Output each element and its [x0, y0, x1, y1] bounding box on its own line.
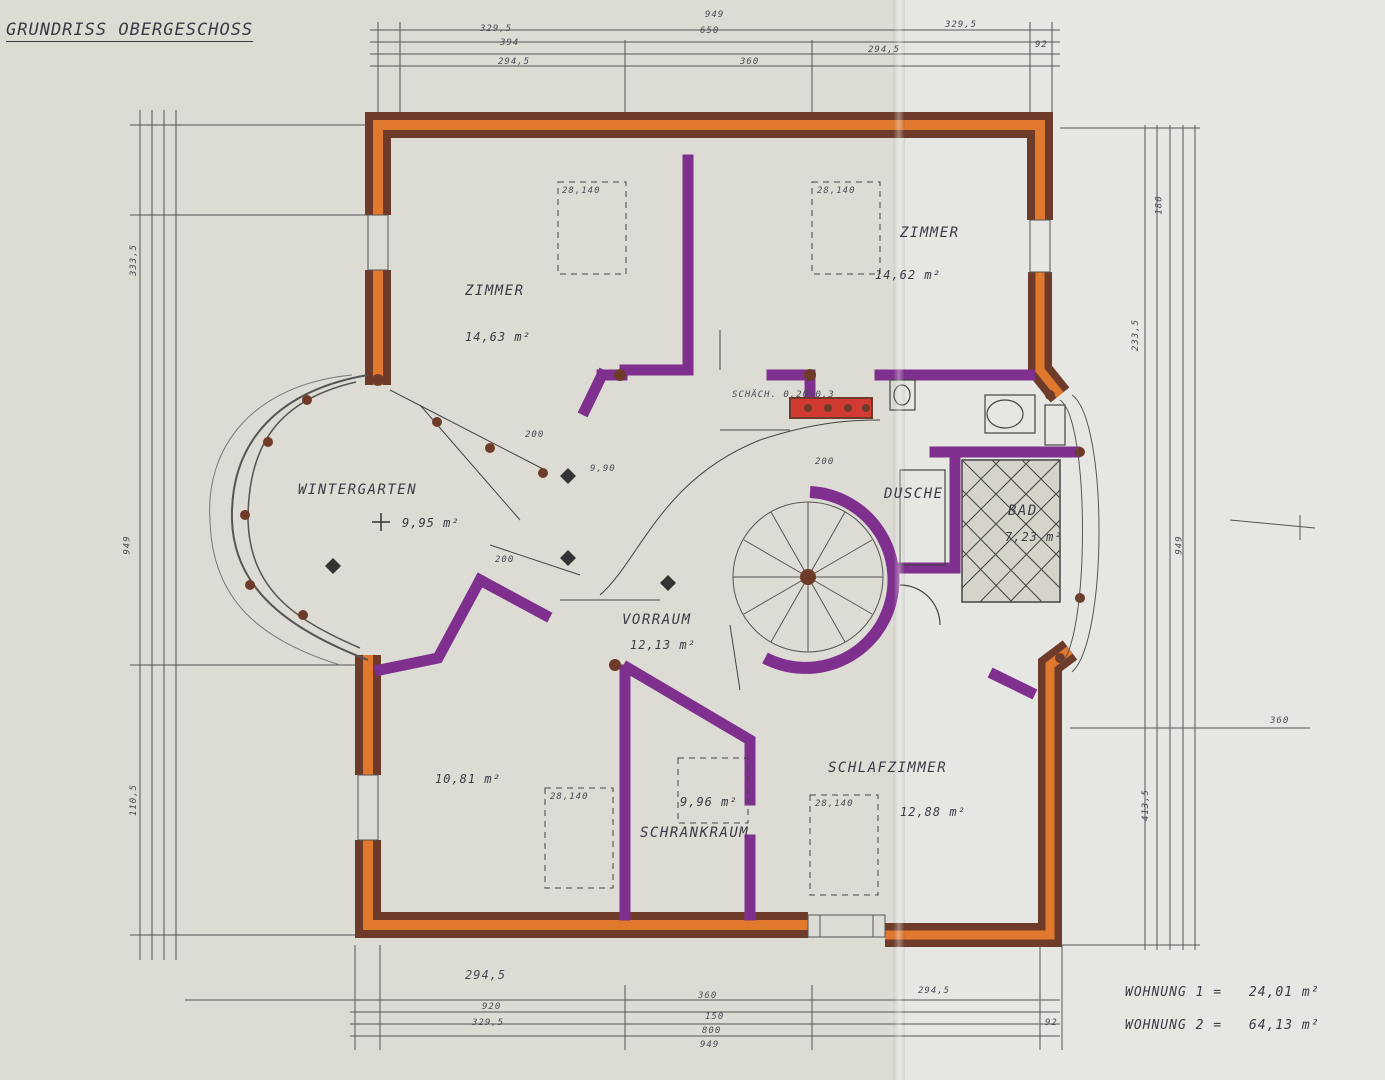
dim-top-4: 394	[500, 38, 520, 48]
dimension-lines-bottom	[185, 945, 1063, 1050]
bath-tile-hatch	[961, 459, 1061, 603]
dim-bottom-3: 920	[482, 1002, 502, 1012]
dimension-lines-top	[370, 22, 1060, 120]
room-area-bad: 7,23 m²	[1005, 530, 1063, 544]
dim-misc-1: 28,140	[817, 186, 856, 196]
dimension-lines-left	[130, 110, 380, 960]
plan-title: GRUNDRISS OBERGESCHOSS	[6, 20, 254, 40]
dim-misc-5: 200	[495, 555, 515, 565]
dim-misc-4: 200	[525, 430, 545, 440]
total-wohnung-2: WOHNUNG 2 = 64,13 m²	[1125, 1018, 1320, 1033]
dim-top-1: 329,5	[480, 24, 513, 34]
paper-fold	[893, 0, 905, 1080]
room-area-schlafzimmer: 12,88 m²	[900, 805, 966, 819]
outer-walls	[355, 112, 1078, 947]
dim-left-2: 110,5	[129, 783, 140, 817]
dim-misc-0: 28,140	[562, 186, 601, 196]
dim-bottom-1: 360	[698, 991, 718, 1001]
inner-walls	[373, 154, 1081, 921]
room-area-zimmer-left: 14,63 m²	[465, 330, 531, 344]
room-label-vorraum: VORRAUM	[622, 612, 692, 628]
dim-left-0: 333,5	[129, 243, 140, 277]
dim-top-0: 949	[705, 10, 725, 20]
dim-bottom-6: 800	[702, 1026, 722, 1036]
room-area-schrankraum: 9,96 m²	[680, 795, 738, 809]
chimney-label: SCHÄCH. 0,20×0,3	[732, 390, 835, 400]
chimney	[789, 397, 873, 419]
room-area-wintergarten: 9,95 m²	[402, 516, 460, 530]
dim-top-5: 92	[1035, 40, 1048, 50]
dim-right-3: 180	[1154, 195, 1165, 215]
dim-right-0: 233,5	[1131, 318, 1142, 352]
spiral-staircase	[732, 486, 900, 674]
room-label-zimmer-right: ZIMMER	[900, 225, 960, 241]
total-wohnung-1-value: 24,01 m²	[1248, 985, 1320, 1000]
total-wohnung-2-label: WOHNUNG 2 =	[1125, 1018, 1223, 1033]
dim-bottom-7: 150	[705, 1012, 725, 1022]
bathroom-fixtures	[889, 379, 1066, 626]
dim-top-2: 650	[700, 26, 720, 36]
dim-top-8: 294,5	[868, 45, 901, 55]
center-mark	[372, 513, 390, 531]
dim-top-7: 360	[740, 57, 760, 67]
level-markers	[325, 468, 676, 591]
total-wohnung-1-label: WOHNUNG 1 =	[1125, 985, 1223, 1000]
dimension-lines-right	[1060, 125, 1316, 950]
wintergarten-wall	[209, 374, 369, 666]
room-label-dusche: DUSCHE	[884, 486, 944, 502]
dim-left-1: 949	[122, 535, 133, 555]
dim-bottom-8: 92	[1045, 1018, 1058, 1028]
room-area-bottom-left: 10,81 m²	[435, 772, 501, 786]
room-label-schlafzimmer: SCHLAFZIMMER	[828, 760, 948, 776]
dim-right-2: 413,5	[1141, 788, 1152, 822]
dim-misc-3: 28,140	[815, 799, 854, 809]
dimension-annotations	[389, 330, 881, 691]
dim-bottom-5: 949	[700, 1040, 720, 1050]
dim-bottom-2: 294,5	[918, 986, 951, 996]
dim-top-6: 294,5	[498, 57, 531, 67]
dim-misc-7: 9,90	[590, 464, 616, 474]
dim-misc-6: 200	[815, 457, 835, 467]
room-label-bad: BAD	[1008, 503, 1038, 519]
dim-right-1: 949	[1174, 535, 1185, 555]
room-label-schrankraum: SCHRANKRAUM	[640, 825, 750, 841]
dim-misc-2: 28,140	[550, 792, 589, 802]
total-wohnung-2-value: 64,13 m²	[1248, 1018, 1320, 1033]
pillars	[240, 369, 1085, 671]
room-area-zimmer-right: 14,62 m²	[875, 268, 941, 282]
dim-bottom-0: 294,5	[465, 968, 507, 982]
window-markers	[357, 214, 1100, 938]
room-label-zimmer-left: ZIMMER	[465, 283, 525, 299]
total-wohnung-1: WOHNUNG 1 = 24,01 m²	[1125, 985, 1320, 1000]
dim-top-3: 329,5	[945, 20, 978, 30]
room-label-wintergarten: WINTERGARTEN	[298, 482, 418, 498]
dim-bottom-4: 329,5	[472, 1018, 505, 1028]
room-area-vorraum: 12,13 m²	[630, 638, 696, 652]
dashed-boxes	[544, 181, 881, 896]
dim-right-4: 360	[1270, 716, 1290, 726]
